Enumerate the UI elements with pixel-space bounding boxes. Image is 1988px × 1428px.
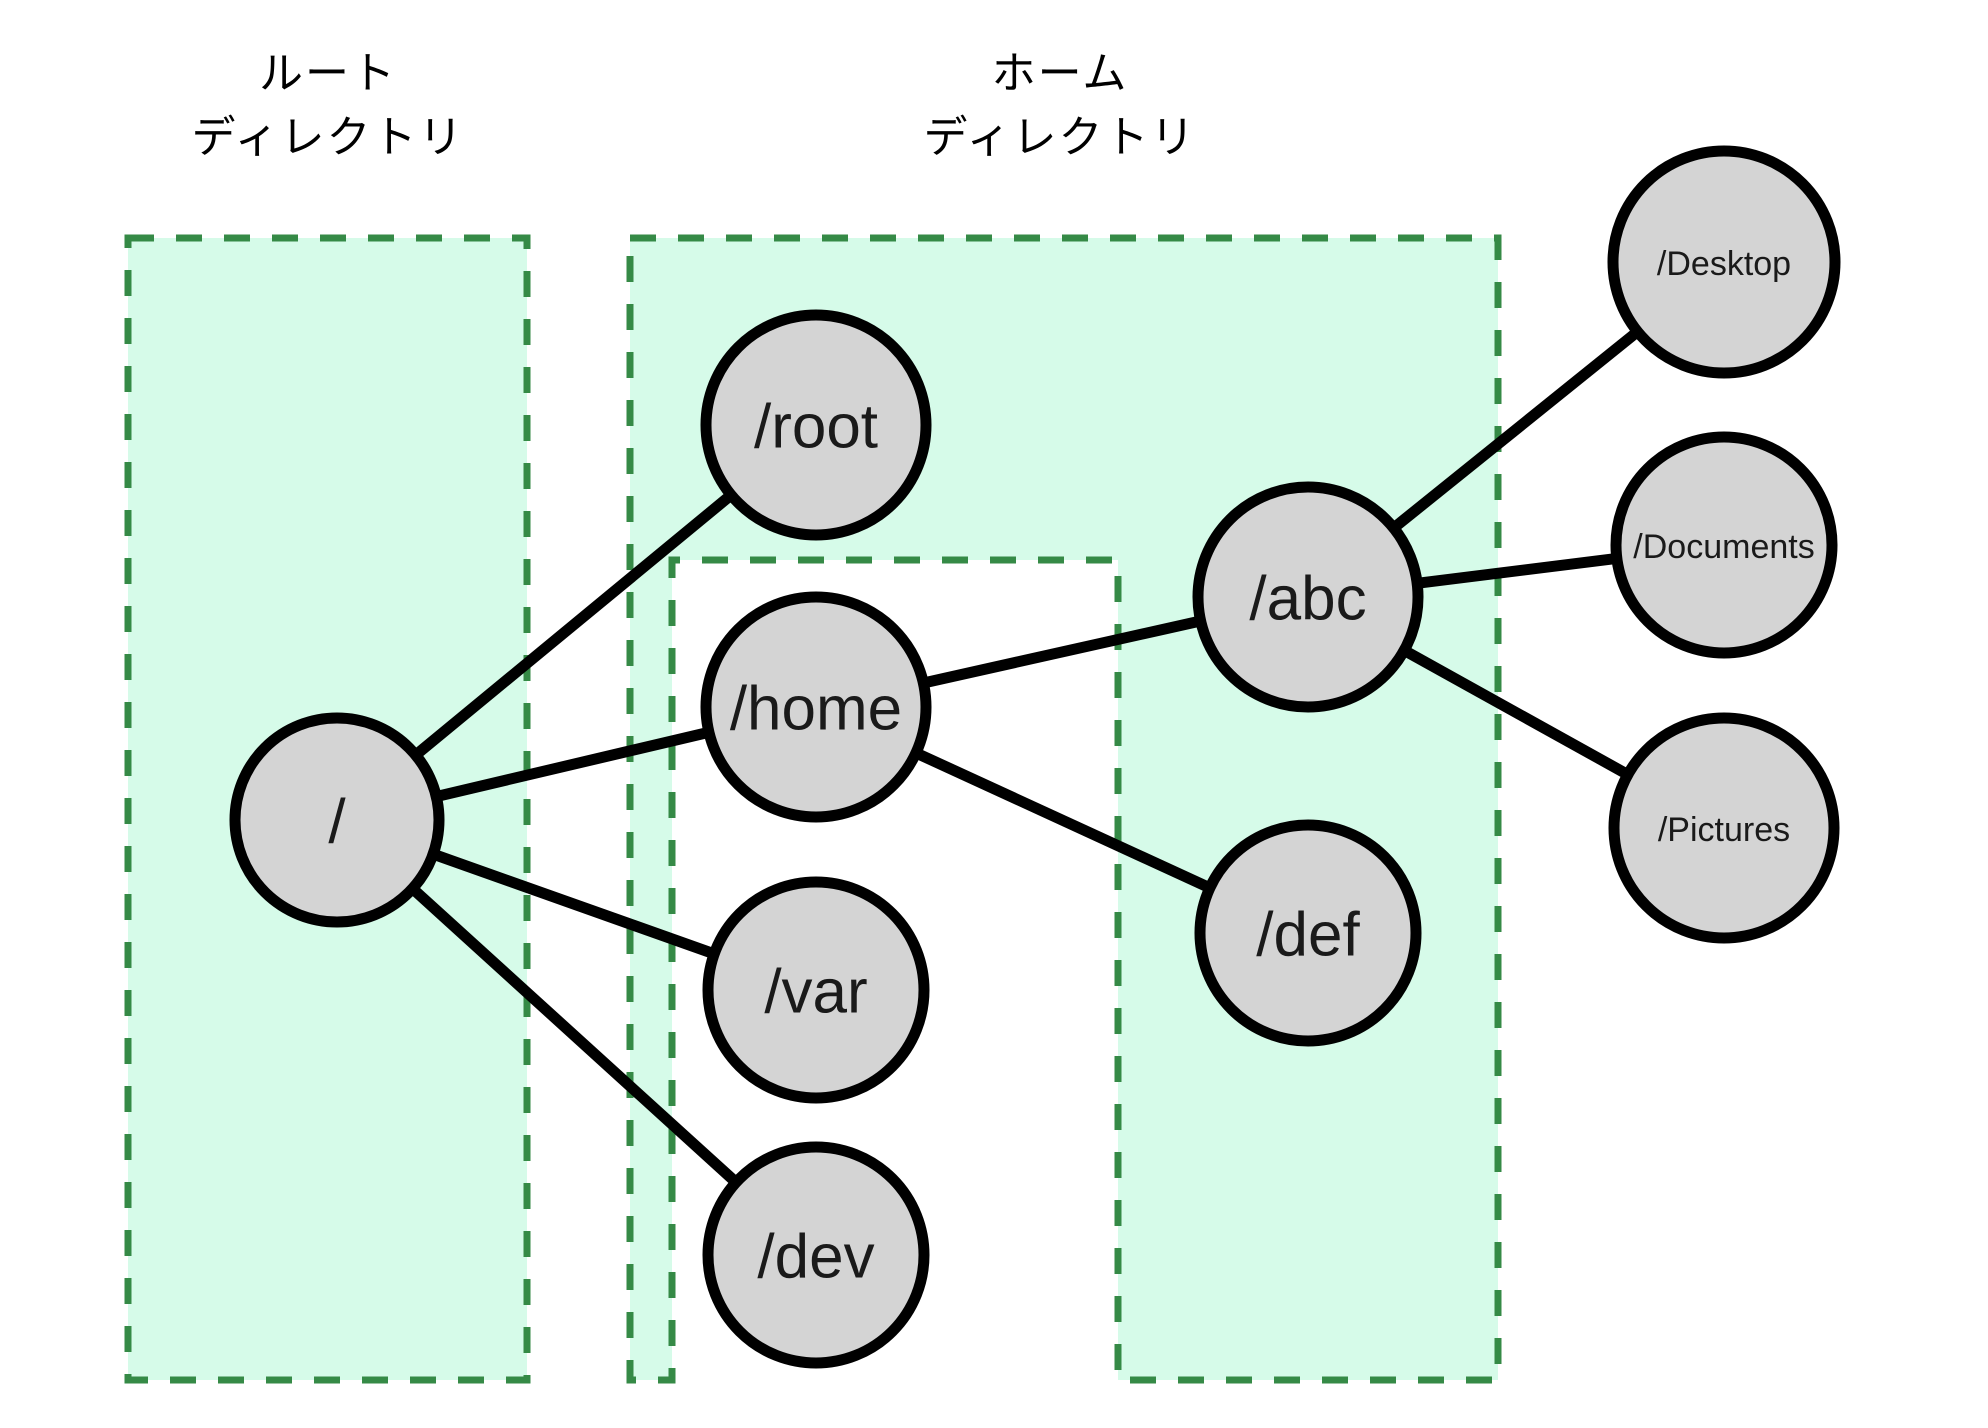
- edge-abc-desktop: [1386, 324, 1645, 536]
- node-documents-label: /Documents: [1633, 528, 1814, 566]
- edge-abc-pictures: [1397, 643, 1635, 782]
- node-documents-circle[interactable]: [1610, 431, 1838, 659]
- node-desktop[interactable]: /Desktop: [1607, 145, 1841, 379]
- node-abc-circle[interactable]: [1192, 481, 1424, 713]
- edge-root-dev: [405, 881, 744, 1190]
- node-desktop-label: /Desktop: [1657, 245, 1791, 283]
- edge-home-abc: [917, 614, 1207, 690]
- home-directory-group-caption-line2: ディレクトリ: [924, 113, 1197, 162]
- edge-home-def: [909, 745, 1217, 896]
- node-def-circle[interactable]: [1194, 819, 1422, 1047]
- node-slash-root-circle[interactable]: [700, 309, 932, 541]
- node-root-circle[interactable]: [229, 712, 445, 928]
- node-var-label: /var: [764, 958, 867, 1027]
- node-pictures-label: /Pictures: [1658, 811, 1790, 849]
- nodes-layer: / /root/home/var/dev/abc/def/Desktop/Docu…: [229, 145, 1841, 1369]
- edge-root-var: [426, 847, 721, 961]
- node-var[interactable]: /var: [702, 876, 930, 1104]
- node-pictures-circle[interactable]: [1608, 712, 1840, 944]
- node-documents[interactable]: /Documents: [1610, 431, 1838, 659]
- node-slash-root[interactable]: /root: [700, 309, 932, 541]
- node-home-label: /home: [730, 675, 902, 744]
- edges-layer: [405, 324, 1645, 1190]
- edge-abc-documents: [1411, 552, 1623, 590]
- node-dev[interactable]: /dev: [702, 1141, 930, 1369]
- node-root-label: /: [328, 788, 346, 857]
- node-pictures[interactable]: /Pictures: [1608, 712, 1840, 944]
- node-abc-label: /abc: [1249, 565, 1366, 634]
- node-dev-circle[interactable]: [702, 1141, 930, 1369]
- node-desktop-circle[interactable]: [1607, 145, 1841, 379]
- node-dev-label: /dev: [757, 1223, 874, 1292]
- node-slash-root-label: /root: [754, 393, 878, 462]
- node-def[interactable]: /def: [1194, 819, 1422, 1047]
- node-home-circle[interactable]: [700, 591, 932, 823]
- root-directory-group-caption-line1: ルート: [259, 49, 397, 98]
- home-directory-group-caption-line1: ホーム: [992, 49, 1129, 98]
- node-root[interactable]: /: [229, 712, 445, 928]
- node-home[interactable]: /home: [700, 591, 932, 823]
- edge-root-slashroot: [408, 487, 739, 763]
- edge-root-home: [430, 725, 716, 804]
- node-var-circle[interactable]: [702, 876, 930, 1104]
- node-def-label: /def: [1256, 901, 1360, 970]
- node-abc[interactable]: /abc: [1192, 481, 1424, 713]
- root-directory-group-caption-line2: ディレクトリ: [192, 113, 465, 162]
